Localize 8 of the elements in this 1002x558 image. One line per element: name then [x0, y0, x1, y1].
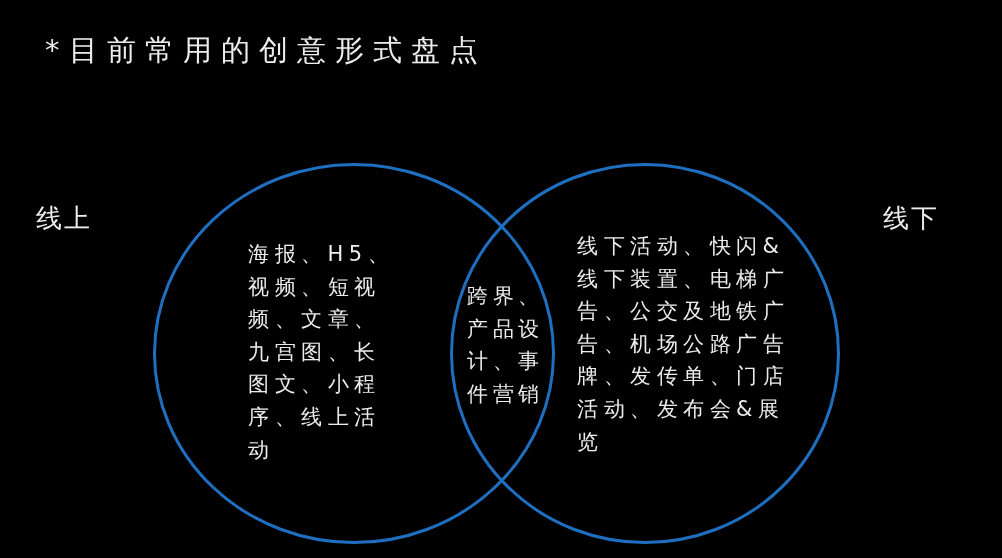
circle-text: 海报、H5、视频、短视频、文章、九宫图、长图文、小程序、线上活动	[248, 241, 396, 464]
title: *目前常用的创意形式盘点	[45, 32, 487, 69]
side-label: 线上	[36, 202, 92, 235]
venn-circle	[450, 163, 840, 544]
venn-circle	[153, 163, 555, 544]
circle-text: 线下活动、快闪&线下装置、电梯广告、公交及地铁广告、机场公路广告牌、发传单、门店活动、发布会&展览	[577, 233, 790, 456]
overlap-text: 跨界、产品设计、事件营销	[467, 280, 553, 411]
side-label: 线下	[883, 202, 939, 235]
